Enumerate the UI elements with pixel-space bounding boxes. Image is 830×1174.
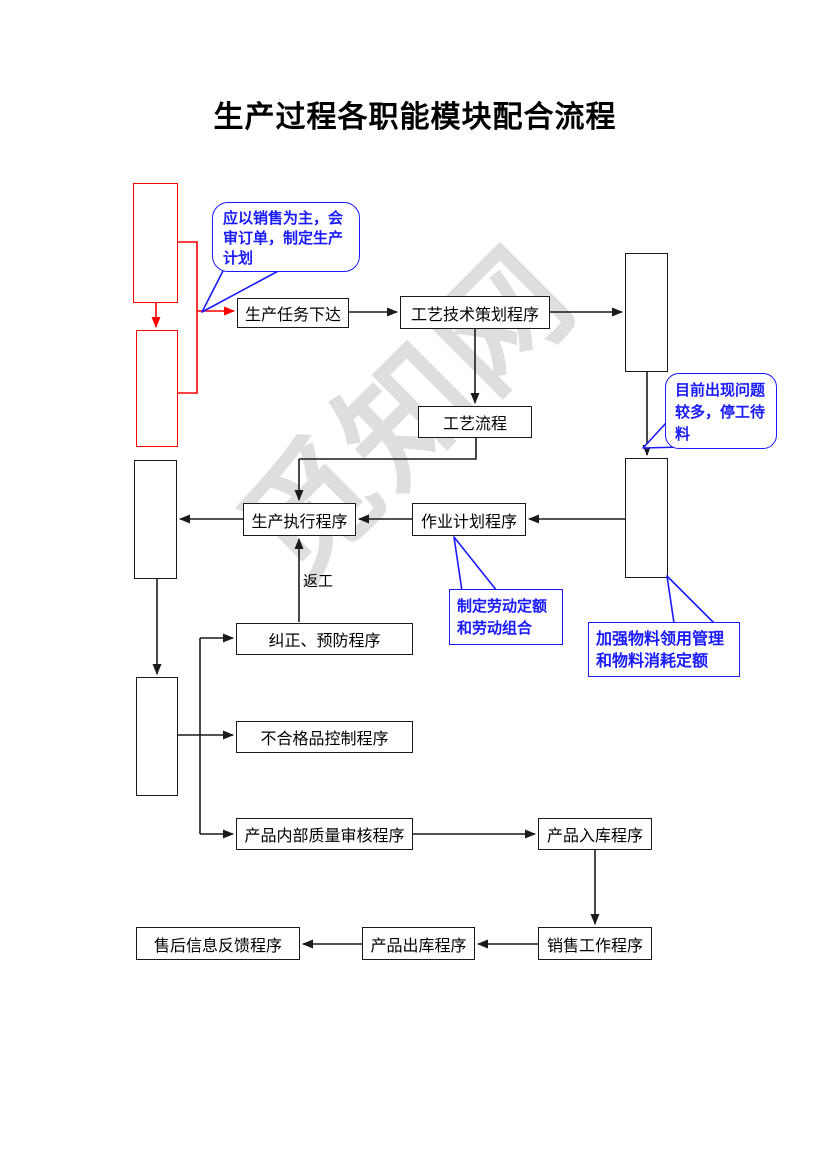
placeholder-box-red-top xyxy=(133,183,178,303)
node-production-exec: 生产执行程序 xyxy=(243,503,356,536)
rework-edge-label: 返工 xyxy=(303,572,334,590)
annotation-material-note: 加强物料领用管理和物料消耗定额 xyxy=(588,622,740,677)
annotation-labor-note: 制定劳动定额和劳动组合 xyxy=(449,589,563,645)
page-title: 生产过程各职能模块配合流程 xyxy=(213,100,617,135)
node-warehouse-out: 产品出库程序 xyxy=(362,927,475,960)
placeholder-box-left-lower xyxy=(136,677,178,796)
placeholder-box-right-upper xyxy=(625,253,668,372)
annotation-stoppage-note: 目前出现问题较多，停工待料 xyxy=(665,373,777,449)
node-correction-prevention: 纠正、预防程序 xyxy=(236,623,413,655)
annotation-plan-note: 应以销售为主，会审订单，制定生产计划 xyxy=(212,202,360,272)
node-job-planning: 作业计划程序 xyxy=(412,503,526,536)
node-task-issue: 生产任务下达 xyxy=(237,298,349,328)
node-internal-quality-audit: 产品内部质量审核程序 xyxy=(236,818,413,850)
node-after-sales-feedback: 售后信息反馈程序 xyxy=(136,927,300,960)
node-process-flow: 工艺流程 xyxy=(418,406,532,438)
node-sales-work: 销售工作程序 xyxy=(538,927,652,960)
placeholder-box-right-lower xyxy=(625,458,668,578)
placeholder-box-red-bottom xyxy=(136,330,178,447)
node-nonconforming-control: 不合格品控制程序 xyxy=(236,721,413,753)
node-tech-planning: 工艺技术策划程序 xyxy=(400,296,550,329)
placeholder-box-left-upper xyxy=(134,460,177,579)
node-warehouse-in: 产品入库程序 xyxy=(538,818,652,850)
